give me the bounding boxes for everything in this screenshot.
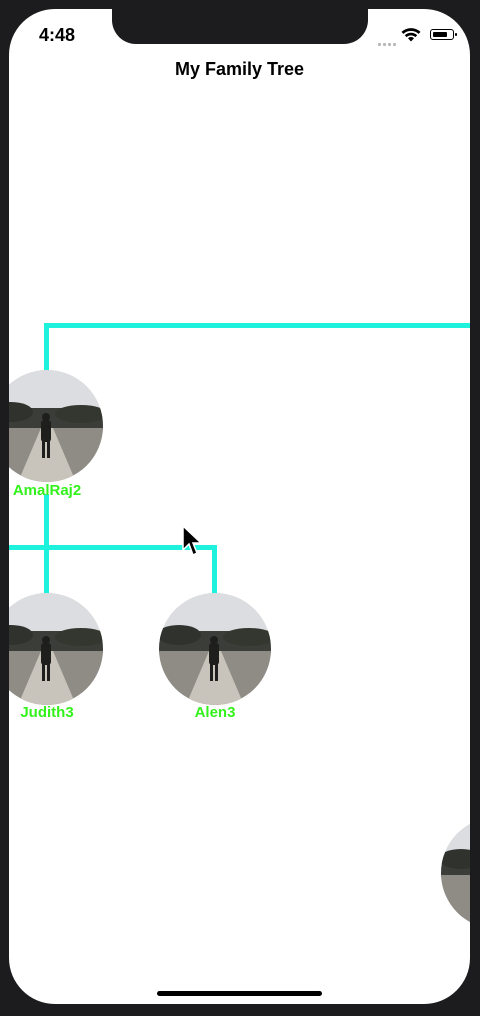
person-walking-photo	[159, 593, 271, 705]
person-walking-photo	[9, 593, 103, 705]
person-walking-photo	[9, 370, 103, 482]
tree-connector	[44, 323, 49, 373]
tree-connector	[44, 323, 470, 328]
tree-connector	[9, 545, 217, 550]
member-avatar-alen3[interactable]	[159, 593, 271, 705]
member-avatar-offscreen[interactable]	[441, 817, 470, 929]
tree-connector	[44, 494, 49, 594]
home-indicator[interactable]	[157, 991, 322, 996]
notch	[112, 9, 368, 44]
battery-icon	[430, 29, 457, 40]
person-walking-photo	[441, 817, 470, 929]
family-tree-canvas[interactable]: AmalRaj2 Judith3	[9, 9, 470, 1004]
member-name-alen3: Alen3	[194, 704, 236, 721]
page-title: My Family Tree	[174, 59, 305, 79]
tree-connector	[212, 545, 217, 595]
app-screen: 4:48 My Family Tree	[9, 9, 470, 1004]
member-name-amalraj2: AmalRaj2	[12, 482, 82, 499]
status-icons	[344, 27, 457, 46]
member-name-judith3: Judith3	[20, 704, 74, 721]
member-avatar-amalraj2[interactable]	[9, 370, 103, 482]
mouse-pointer-icon	[182, 524, 203, 557]
member-avatar-judith3[interactable]	[9, 593, 103, 705]
status-time: 4:48	[39, 25, 76, 45]
wifi-icon	[401, 28, 421, 42]
cellular-signal-icon	[376, 33, 396, 51]
